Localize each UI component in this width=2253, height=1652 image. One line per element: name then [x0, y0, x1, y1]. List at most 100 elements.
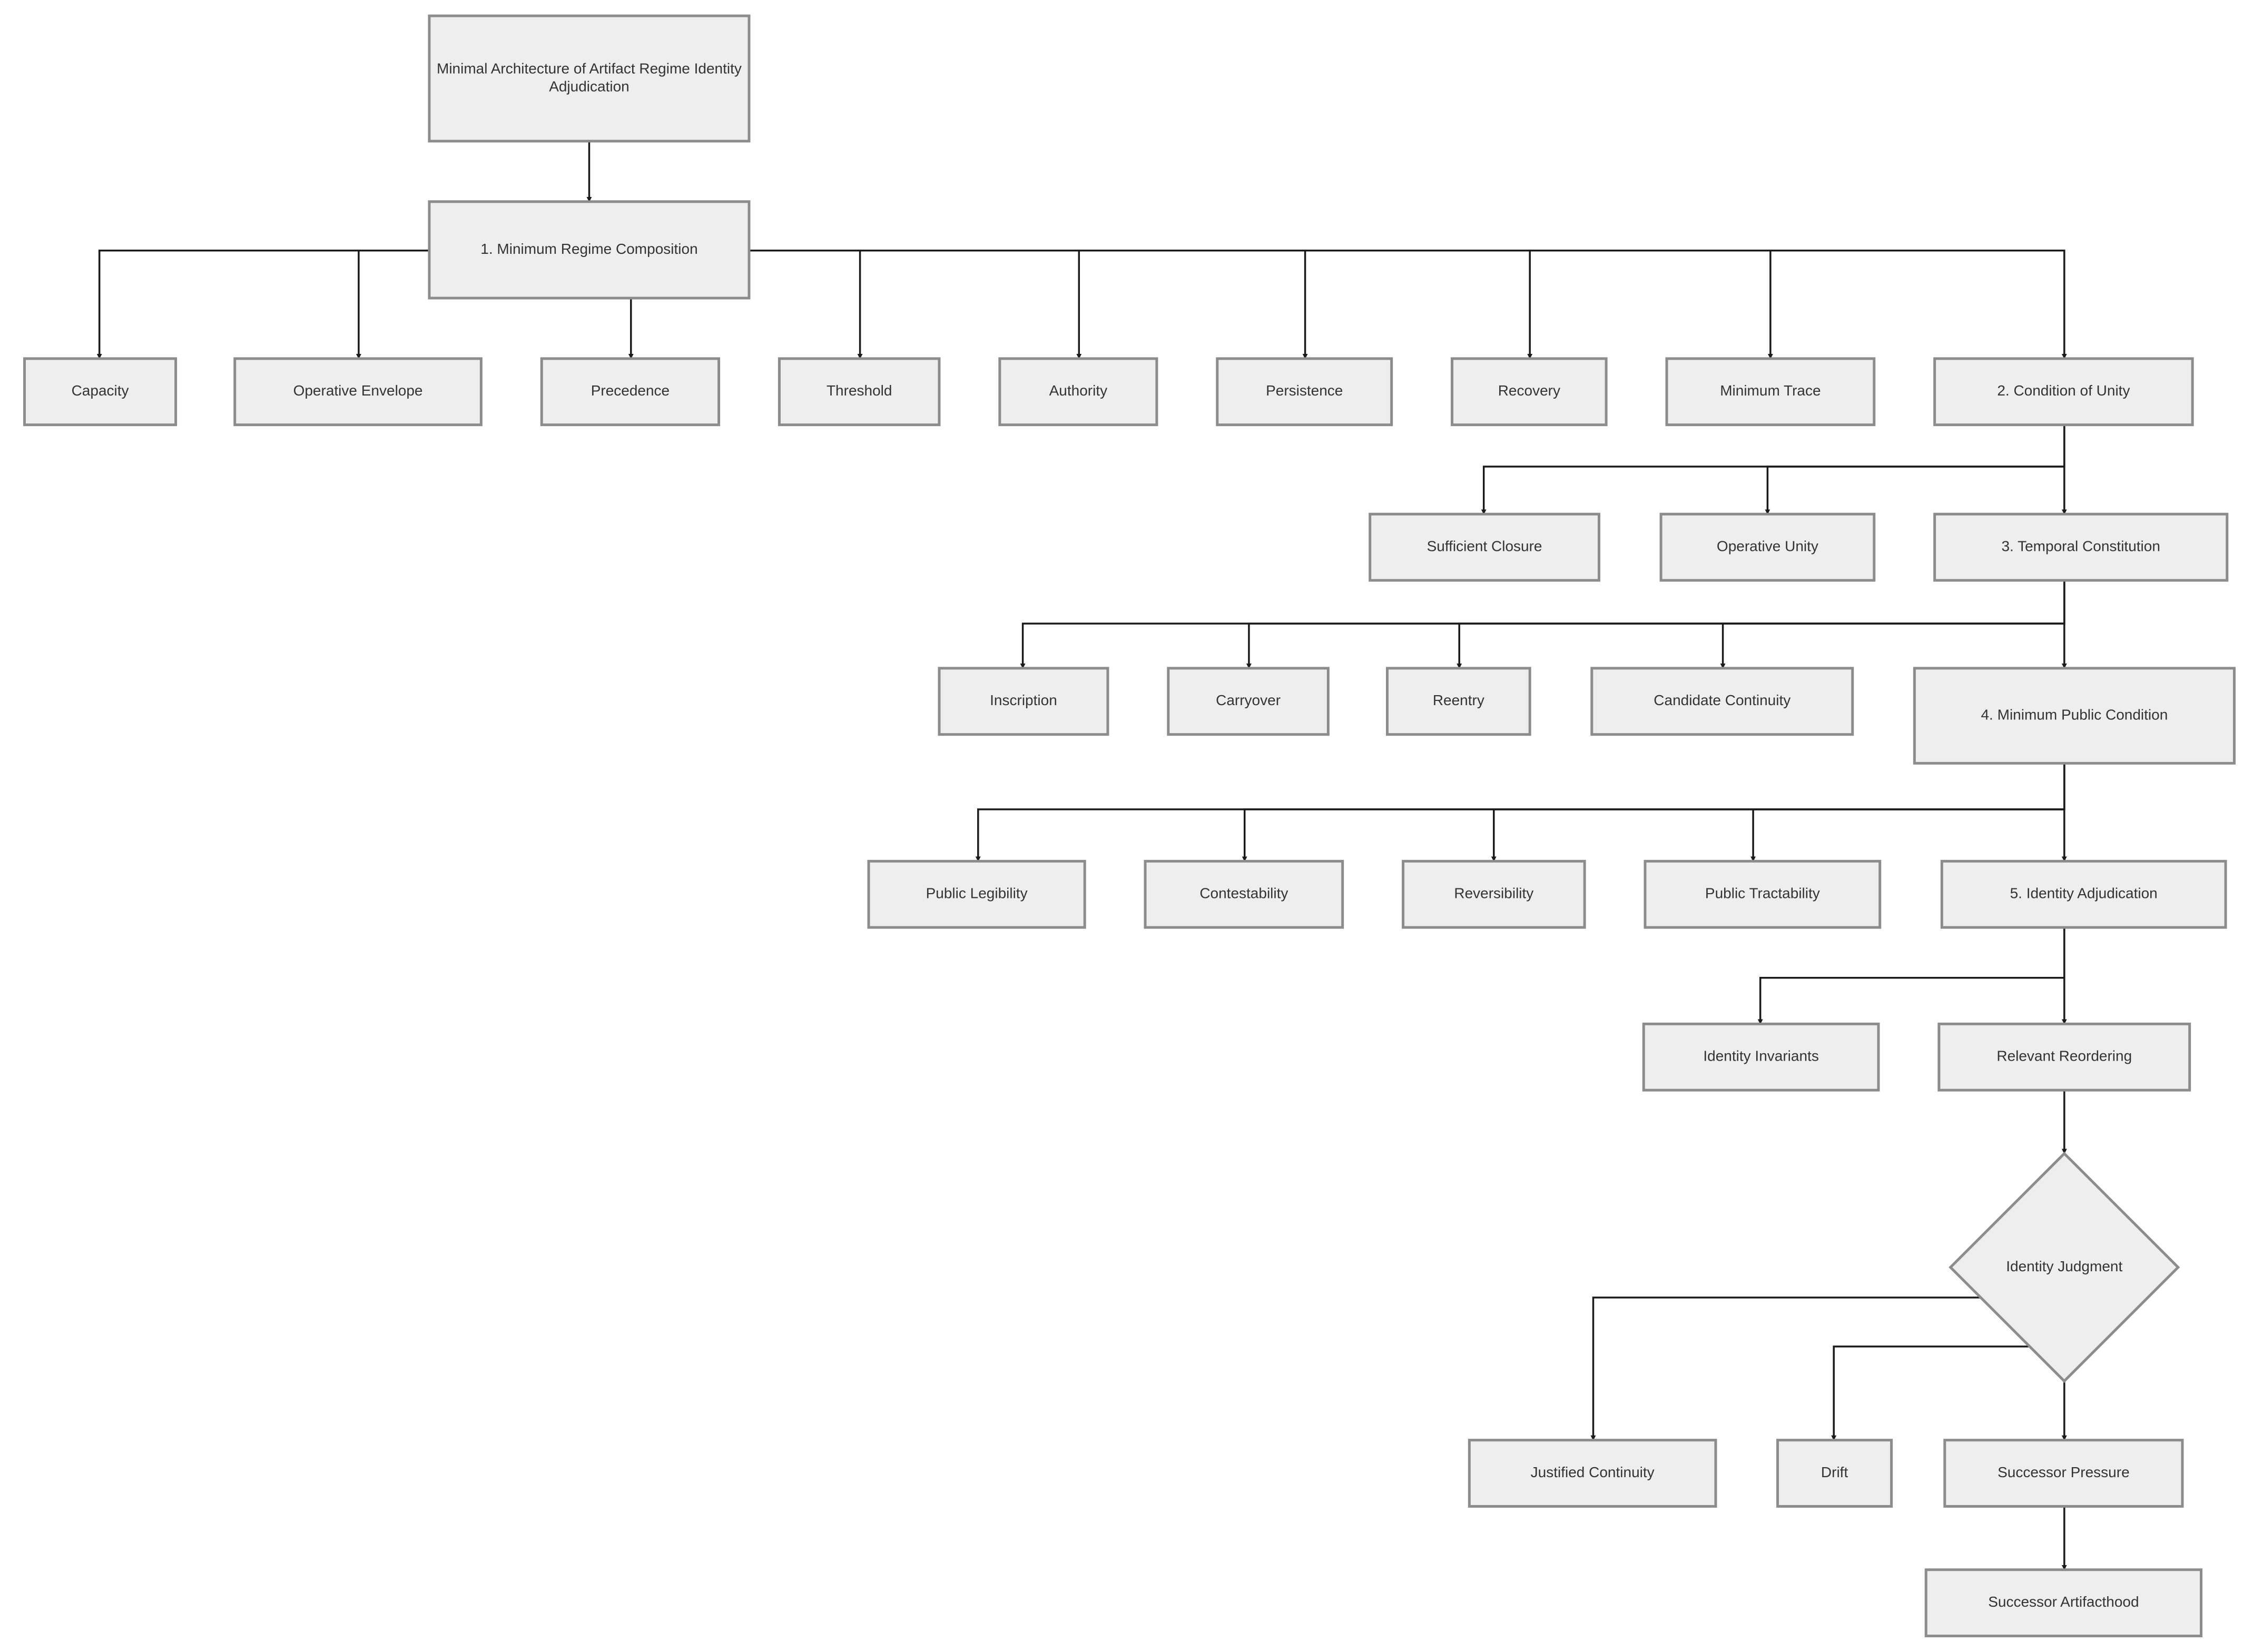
node-label: Reentry: [1433, 692, 1484, 708]
node-label: Capacity: [72, 382, 129, 399]
node-label: Relevant Reordering: [1996, 1048, 2132, 1064]
node-box: [428, 200, 751, 300]
node-box: [778, 357, 941, 427]
node-label: Successor Pressure: [1998, 1464, 2130, 1480]
node-label: Precedence: [591, 382, 670, 399]
decision-diamond: [1949, 1151, 2180, 1383]
node-revers: Reversibility: [1402, 859, 1586, 929]
node-label: 3. Temporal Constitution: [2001, 538, 2160, 555]
node-label: Operative Envelope: [293, 382, 423, 399]
edge-n4-to-contest: [1242, 763, 2065, 862]
node-n5: 5. Identity Adjudication: [1940, 859, 2227, 929]
node-box: [1665, 357, 1876, 427]
node-box: [998, 357, 1158, 427]
edge-n4-to-legibility: [975, 763, 2065, 862]
node-contest: Contestability: [1144, 859, 1344, 929]
node-box: [1940, 859, 2227, 929]
node-label: Minimal Architecture of Artifact Regime …: [437, 60, 742, 76]
node-box: [1216, 357, 1393, 427]
node-n2: 2. Condition of Unity: [1933, 357, 2194, 427]
edge-judgment-to-drift: [1831, 1346, 2031, 1441]
node-invariants: Identity Invariants: [1642, 1022, 1880, 1092]
node-label: Public Legibility: [926, 885, 1028, 902]
node-box: [1590, 667, 1854, 736]
node-box: [1943, 1439, 2184, 1508]
node-box: [1913, 667, 2236, 765]
edges-layer: [96, 141, 2067, 1570]
node-envelope: Operative Envelope: [233, 357, 483, 427]
node-label: Justified Continuity: [1531, 1464, 1655, 1480]
edge-n3-to-candcont: [1720, 580, 2065, 669]
node-opunity: Operative Unity: [1659, 512, 1876, 582]
edge-n4-to-revers: [1491, 763, 2065, 862]
edge-n1-to-capacity: [96, 250, 429, 359]
edge-n1-to-authority: [749, 250, 1082, 359]
node-box: [1644, 859, 1882, 929]
node-tract: Public Tractability: [1644, 859, 1882, 929]
node-box: [1933, 512, 2229, 582]
node-box: [233, 357, 483, 427]
node-label: Successor Artifacthood: [1988, 1594, 2139, 1610]
node-label: Recovery: [1498, 382, 1560, 399]
node-legibility: Public Legibility: [867, 859, 1086, 929]
node-judgment: Identity Judgment: [1949, 1151, 2180, 1383]
node-label: 5. Identity Adjudication: [2010, 885, 2158, 902]
node-label: Carryover: [1216, 692, 1281, 708]
node-label: 2. Condition of Unity: [1997, 382, 2130, 399]
edge-n1-to-threshold: [749, 250, 863, 359]
node-justcont: Justified Continuity: [1468, 1439, 1717, 1508]
node-label: Identity Invariants: [1703, 1048, 1818, 1064]
node-label: Inscription: [990, 692, 1057, 708]
node-label: Drift: [1821, 1464, 1848, 1480]
node-candcont: Candidate Continuity: [1590, 667, 1854, 736]
nodes-layer: Minimal Architecture of Artifact Regime …: [23, 14, 2236, 1638]
node-box: [1933, 357, 2194, 427]
node-n1: 1. Minimum Regime Composition: [428, 200, 751, 300]
node-reentry: Reentry: [1385, 667, 1531, 736]
node-precedence: Precedence: [540, 357, 721, 427]
edge-n1-to-recovery: [749, 250, 1533, 359]
node-box: [1468, 1439, 1717, 1508]
node-box: [1369, 512, 1600, 582]
node-box: [867, 859, 1086, 929]
node-label: Operative Unity: [1717, 538, 1818, 555]
node-reorder: Relevant Reordering: [1937, 1022, 2191, 1092]
edge-n5-to-invariants: [1757, 927, 2065, 1025]
node-box: [1642, 1022, 1880, 1092]
node-box: [1451, 357, 1608, 427]
edge-n1-to-persistence: [749, 250, 1308, 359]
node-inscription: Inscription: [938, 667, 1109, 736]
node-label: Sufficient Closure: [1427, 538, 1542, 555]
node-box: [23, 357, 178, 427]
edge-n4-to-tract: [1750, 763, 2065, 862]
node-box: [1924, 1568, 2203, 1638]
node-label: 4. Minimum Public Condition: [1981, 707, 2168, 723]
node-label: 1. Minimum Regime Composition: [480, 241, 697, 257]
node-box: [540, 357, 721, 427]
node-succpress: Successor Pressure: [1943, 1439, 2184, 1508]
node-label: Candidate Continuity: [1654, 692, 1790, 708]
edge-n2-to-opunity: [1765, 424, 2065, 515]
edge-n1-to-mintrace: [749, 250, 1773, 359]
node-label: Persistence: [1266, 382, 1343, 399]
node-closure: Sufficient Closure: [1369, 512, 1600, 582]
node-n4: 4. Minimum Public Condition: [1913, 667, 2236, 765]
edge-n1-to-envelope: [356, 250, 429, 359]
node-label: Reversibility: [1454, 885, 1533, 902]
node-persistence: Persistence: [1216, 357, 1393, 427]
node-label: Contestability: [1199, 885, 1288, 902]
node-recovery: Recovery: [1451, 357, 1608, 427]
edge-n1-to-n2: [749, 250, 2067, 359]
node-box: [1402, 859, 1586, 929]
node-carryover: Carryover: [1167, 667, 1330, 736]
node-label: Authority: [1049, 382, 1108, 399]
node-box: [1937, 1022, 2191, 1092]
node-box: [1385, 667, 1531, 736]
node-threshold: Threshold: [778, 357, 941, 427]
node-box: [428, 14, 751, 143]
edge-n2-to-closure: [1481, 424, 2065, 515]
node-label: Threshold: [827, 382, 892, 399]
node-box: [1144, 859, 1344, 929]
node-label: Adjudication: [549, 78, 629, 94]
node-label: Identity Judgment: [2006, 1258, 2122, 1274]
